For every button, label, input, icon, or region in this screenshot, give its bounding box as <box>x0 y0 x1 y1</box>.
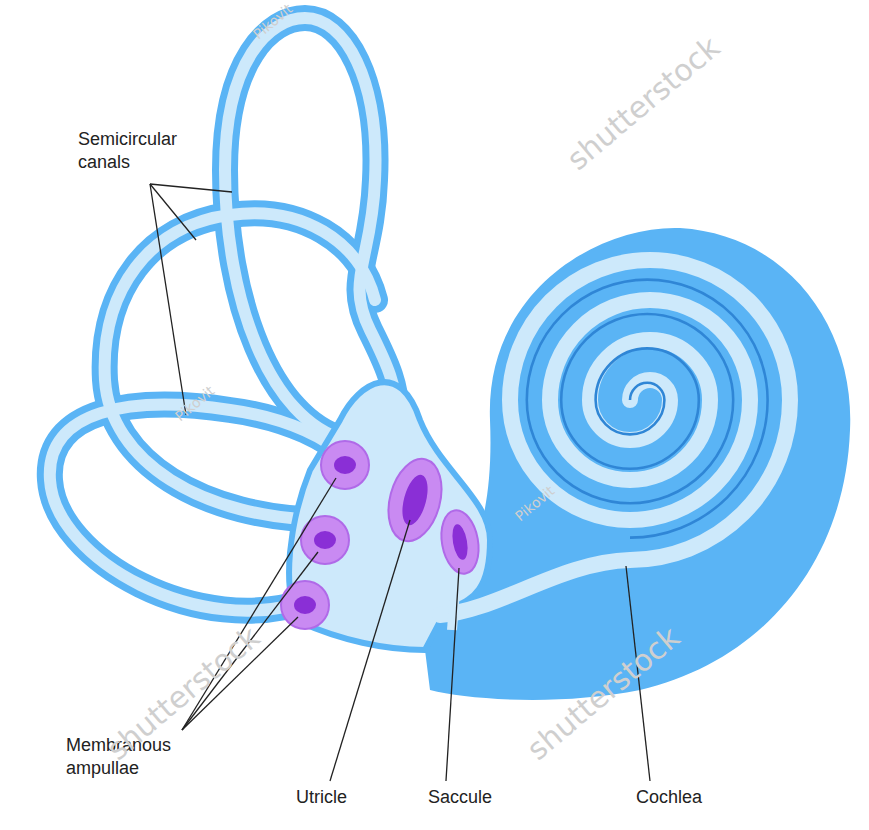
cochlear-duct <box>440 260 790 615</box>
cochlea-body <box>420 228 850 700</box>
watermark: Pikovit <box>172 383 217 425</box>
part-label: Semicircular canals <box>78 128 190 175</box>
watermark: shutterstock <box>520 619 686 766</box>
part-label: Cochlea <box>636 786 726 809</box>
watermark: Pikovit <box>512 483 557 525</box>
saccule <box>437 507 484 576</box>
ampullae <box>281 441 369 629</box>
part-label: Utricle <box>296 786 386 809</box>
watermark: shutterstock <box>100 619 266 766</box>
part-label: Saccule <box>428 786 518 809</box>
leader-lines <box>150 184 650 781</box>
utricle <box>380 453 450 547</box>
watermark: Pikovit <box>250 1 295 43</box>
cochlear-line <box>527 280 768 538</box>
posterior-canal <box>105 213 375 520</box>
watermark: shutterstock <box>560 29 726 176</box>
